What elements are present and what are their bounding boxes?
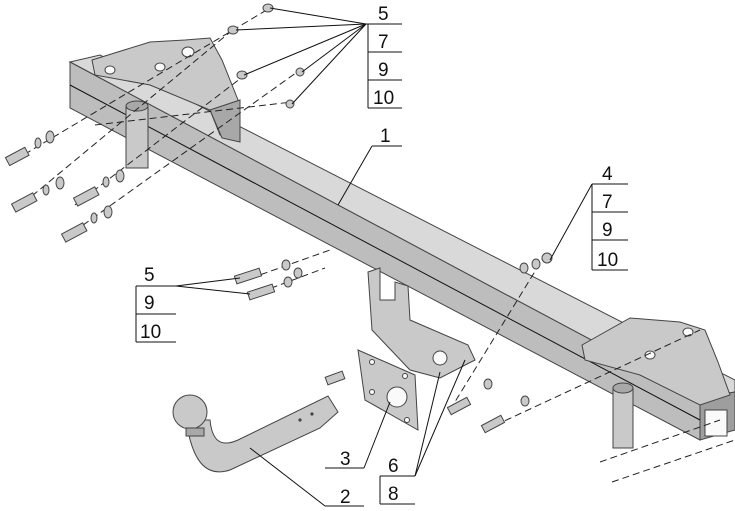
label-7: 7: [378, 32, 389, 53]
right-mounting-bracket: [581, 317, 731, 449]
callout-3: 3: [340, 449, 351, 470]
label-2: 2: [340, 487, 351, 508]
bolt: [4, 146, 30, 167]
label-5: 5: [378, 4, 389, 25]
label-10: 10: [140, 322, 161, 343]
ball-mount-socket: [367, 267, 476, 379]
callout-5-7-9-10-top: 5 7 9 10: [367, 4, 402, 109]
bolt: [60, 222, 88, 243]
label-6: 6: [388, 456, 399, 477]
label-3: 3: [340, 449, 351, 470]
socket-plate: [357, 349, 419, 431]
label-8: 8: [388, 484, 399, 505]
label-7: 7: [602, 192, 613, 213]
label-4: 4: [602, 164, 613, 185]
label-9: 9: [144, 293, 155, 314]
callout-1: 1: [380, 126, 391, 147]
bolt: [10, 192, 38, 213]
callout-5-9-10-middle: 5 9 10: [135, 265, 176, 343]
callout-4-7-9-10-right: 4 7 9 10: [591, 164, 628, 271]
tow-ball-neck: [172, 394, 339, 473]
bolts: [4, 146, 506, 434]
bolt: [480, 414, 506, 434]
bolt: [246, 283, 276, 301]
bolt: [324, 370, 346, 386]
label-9: 9: [378, 60, 389, 81]
bolt: [72, 186, 100, 207]
bolt: [446, 396, 472, 416]
bolt: [233, 267, 263, 285]
label-10: 10: [597, 250, 618, 271]
label-1: 1: [380, 126, 391, 147]
label-9: 9: [602, 220, 613, 241]
callout-6-8: 6 8: [379, 456, 415, 505]
label-10: 10: [373, 88, 394, 109]
callout-2: 2: [340, 487, 351, 508]
label-5: 5: [144, 265, 155, 286]
